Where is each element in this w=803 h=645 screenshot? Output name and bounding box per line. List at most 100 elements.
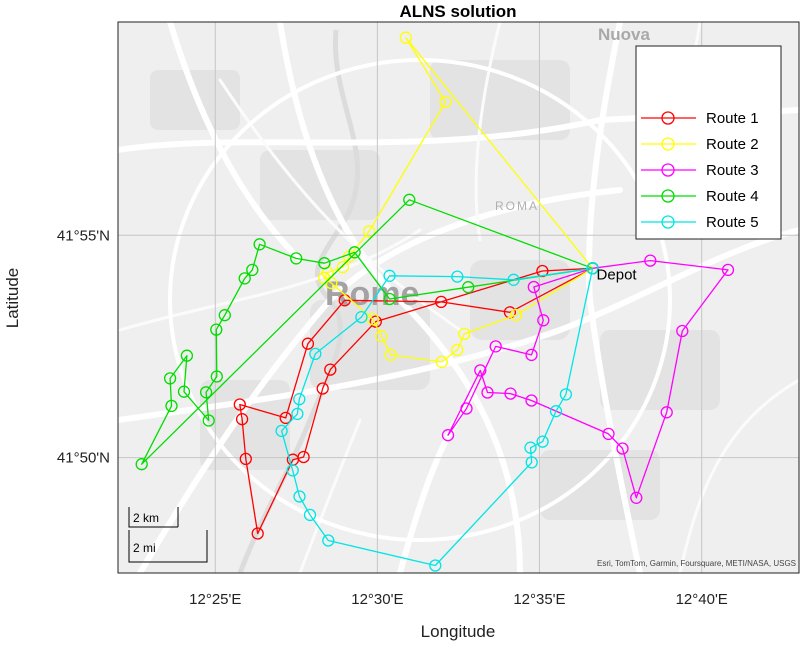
route-5-point	[275, 424, 288, 438]
route-5-point	[303, 508, 317, 522]
route-5-point	[525, 456, 538, 469]
legend-marker	[661, 215, 675, 229]
legend-marker	[661, 163, 675, 177]
route-2-point	[384, 348, 397, 362]
scale-mi: 2 mi	[133, 541, 156, 555]
legend-box	[635, 45, 782, 240]
scale-bar: 2 km 2 mi	[128, 507, 208, 563]
route-4-point	[202, 414, 215, 427]
y-axis-label: Latitude	[3, 268, 22, 329]
route-2-point	[435, 355, 448, 369]
route-3-point	[474, 364, 487, 377]
route-4-point	[210, 370, 223, 383]
route-3-point	[630, 491, 643, 504]
route-5-point	[429, 559, 442, 572]
map-label-roma: ROMA	[495, 199, 539, 213]
route-3-point	[721, 263, 735, 277]
route-4-point	[290, 252, 303, 265]
route-3-point	[504, 387, 517, 400]
route-3-point	[460, 402, 473, 415]
route-1-point	[435, 295, 448, 309]
route-4-point	[163, 372, 177, 385]
x-tick-label: 12°30'E	[351, 591, 403, 608]
map-label-nuova: Nuova	[598, 25, 651, 44]
legend-label: Route 3	[706, 162, 759, 179]
route-5-point	[309, 347, 322, 361]
route-3-point	[525, 394, 538, 407]
legend-label: Route 4	[706, 188, 759, 205]
route-5-point	[355, 310, 368, 324]
route-3-point	[441, 429, 455, 442]
route-1-point	[239, 452, 252, 466]
x-axis-label: Longitude	[421, 622, 496, 641]
route-4-point	[246, 263, 259, 277]
route-2-point	[336, 261, 350, 274]
route-1-point	[233, 398, 246, 411]
route-3-point	[616, 442, 629, 455]
route-3-line	[447, 259, 729, 499]
route-2-point	[375, 330, 388, 343]
legend-item-route-4: Route 4	[641, 188, 759, 205]
route-4-point	[348, 246, 361, 259]
route-3-point	[644, 254, 657, 267]
legend-marker	[661, 189, 675, 203]
route-1-point	[301, 337, 315, 350]
route-5-point	[549, 405, 563, 418]
route-4-point	[177, 385, 191, 398]
routes	[135, 31, 735, 572]
legend-label: Route 5	[706, 214, 759, 231]
y-tick-label: 41°50'N	[57, 450, 110, 467]
route-4-point	[403, 193, 416, 206]
route-4-point	[135, 458, 148, 471]
route-2-point	[366, 313, 380, 326]
x-tick-label: 12°25'E	[189, 591, 241, 608]
route-3	[441, 254, 735, 504]
route-2-point	[458, 327, 471, 341]
route-4-point	[462, 281, 475, 294]
axes-frame	[117, 21, 800, 574]
route-3-point	[527, 280, 540, 294]
chart-title: ALNS solution	[399, 2, 516, 21]
route-2-point	[509, 308, 523, 322]
route-5-point	[507, 273, 520, 286]
route-1-point	[369, 315, 382, 328]
route-4-point	[218, 309, 231, 322]
route-1-point	[235, 413, 249, 426]
route-5-point	[586, 262, 599, 275]
route-4-point	[210, 323, 223, 336]
y-tick-labels: 41°50'N41°55'N	[57, 227, 110, 466]
route-5-point	[451, 270, 464, 283]
scale-km: 2 km	[133, 511, 159, 525]
route-5-point	[559, 388, 573, 401]
route-4-point	[199, 386, 213, 399]
route-3-point	[525, 348, 538, 362]
depot-label: Depot	[597, 266, 638, 283]
legend-item-route-5: Route 5	[641, 214, 759, 231]
route-5-point	[322, 534, 335, 547]
route-5-line	[280, 267, 594, 567]
route-2	[318, 31, 599, 369]
route-2-point	[399, 31, 412, 44]
route-5-point	[291, 407, 304, 421]
route-3-point	[537, 314, 550, 327]
route-4-point	[165, 399, 178, 413]
route-4-point	[318, 257, 331, 270]
legend-item-route-3: Route 3	[641, 162, 759, 179]
route-3-point	[481, 386, 494, 399]
legend-marker	[661, 111, 675, 125]
x-tick-label: 12°35'E	[513, 591, 565, 608]
route-1-point	[316, 382, 329, 395]
route-4-line	[141, 199, 593, 465]
route-5-point	[524, 441, 537, 454]
route-4-point	[238, 272, 251, 285]
route-3-point	[660, 406, 673, 419]
route-1	[233, 262, 599, 540]
route-4-point	[383, 292, 396, 306]
route-5-point	[293, 490, 306, 503]
route-1-point	[324, 363, 337, 376]
attribution: Esri, TomTom, Garmin, Foursquare, METI/N…	[597, 559, 796, 568]
route-5-point	[286, 464, 299, 477]
legend-item-route-2: Route 2	[641, 136, 759, 153]
